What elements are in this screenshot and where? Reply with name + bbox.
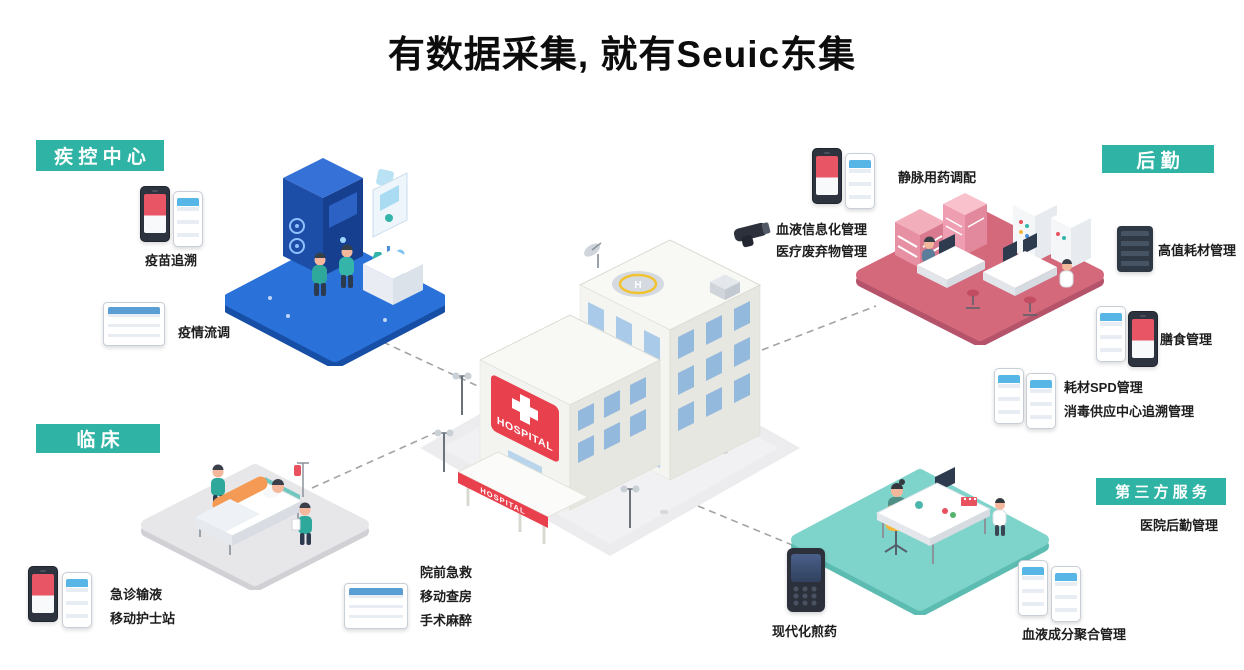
page-title: 有数据采集, 就有Seuic东集: [387, 34, 857, 75]
smartphone-white-icon: [62, 572, 92, 628]
label-prehospital-first-aid: 院前急救: [420, 565, 473, 580]
connector-logistics: [761, 305, 877, 351]
rooftop-unit: [710, 274, 740, 300]
smartphone-white-icon: [1018, 560, 1048, 616]
smartphone-dark-icon: [140, 186, 170, 242]
office-desk: [875, 467, 992, 564]
tablet-icon: [103, 302, 165, 346]
scientist-figure: [312, 252, 327, 296]
storage-cabinet-icon: [1117, 226, 1153, 272]
lab-bench: [363, 246, 423, 305]
third-party-scene: [791, 467, 1049, 615]
hospital-scene: H HOSPITAL: [420, 239, 800, 556]
patient-figure: [195, 476, 284, 532]
smartphone-dark-icon: [1128, 311, 1158, 367]
decor-dots: [268, 296, 387, 322]
label-modern-decoction: 现代化煎药: [772, 624, 838, 639]
smartphone-white-icon: [1026, 373, 1056, 429]
smartphone-white-icon: [1096, 306, 1126, 362]
blanket: [195, 499, 260, 532]
satellite-dish-icon: [584, 242, 602, 268]
label-mobile-ward-rounds: 移动查房: [420, 589, 473, 604]
assistant-figure: [992, 498, 1007, 536]
street-lamp: [452, 372, 472, 415]
smartphone-white-icon: [994, 368, 1024, 424]
ring-scanner-icon: [731, 216, 775, 253]
helipad-letter: H: [634, 280, 641, 291]
rugged-pda-icon: [787, 548, 825, 612]
nurse-figure: [291, 502, 312, 545]
label-high-value-consumables: 高值耗材管理: [1158, 243, 1237, 258]
label-blood-info-mgmt: 血液信息化管理: [776, 222, 868, 237]
connector-cdc: [382, 341, 498, 396]
office-chair: [1023, 296, 1037, 316]
street-lamp: [620, 485, 640, 528]
label-emergency-infusion: 急诊输液: [110, 587, 163, 602]
connector-thirdparty: [697, 505, 803, 550]
badge-logistics: 后 勤: [1102, 145, 1214, 173]
clinical-scene: [141, 462, 369, 590]
smartphone-white-icon: [845, 153, 875, 209]
display-panel: [372, 172, 408, 238]
smartphone-dark-icon: [812, 148, 842, 204]
pda-keypad: [792, 585, 820, 607]
label-epidemic-survey: 疫情流调: [178, 325, 231, 340]
label-vaccine-trace: 疫苗追溯: [145, 253, 198, 268]
lab-machine: [283, 158, 363, 276]
label-cssd-trace-mgmt: 消毒供应中心追溯管理: [1064, 404, 1195, 419]
label-blood-component-mgmt: 血液成分聚合管理: [1022, 627, 1127, 642]
badge-clinical: 临 床: [36, 424, 160, 453]
office-chair: [966, 289, 980, 309]
tablet-icon: [344, 583, 408, 629]
entrance-canopy: HOSPITAL: [456, 451, 590, 544]
iv-stand: [294, 462, 309, 497]
label-consumable-spd-mgmt: 耗材SPD管理: [1064, 380, 1143, 395]
pharmacist-figure: [1059, 259, 1074, 288]
label-iv-drug-dispensing: 静脉用药调配: [898, 170, 977, 185]
helipad: H: [612, 271, 664, 297]
smartphone-white-icon: [1051, 566, 1081, 622]
label-hospital-logistics-mgmt: 医院后勤管理: [1140, 518, 1219, 533]
hospital-wing: HOSPITAL: [478, 314, 662, 511]
scientist-figure: [339, 244, 354, 288]
label-medical-waste-mgmt: 医疗废弃物管理: [776, 244, 868, 259]
workstation-desk: [983, 233, 1057, 296]
badge-third-party: 第 三 方 服 务: [1096, 478, 1226, 505]
pda-screen: [791, 554, 821, 582]
street-lamp: [434, 429, 454, 472]
smartphone-white-icon: [173, 191, 203, 247]
vending-cabinet: [1013, 194, 1057, 262]
workstation-desk: [917, 234, 985, 288]
cdc-lab-scene: [225, 158, 445, 366]
label-surgical-anesthesia: 手术麻醉: [420, 613, 473, 628]
logistics-scene: [856, 193, 1104, 345]
smartphone-dark-icon: [28, 566, 58, 622]
clipboard: [291, 518, 301, 531]
badge-cdc: 疾 控 中 心: [36, 140, 164, 171]
vending-cabinet: [1051, 208, 1091, 268]
label-mobile-nurse-station: 移动护士站: [110, 611, 176, 626]
connector-clinical: [311, 431, 438, 489]
label-meal-mgmt: 膳食管理: [1160, 332, 1213, 347]
